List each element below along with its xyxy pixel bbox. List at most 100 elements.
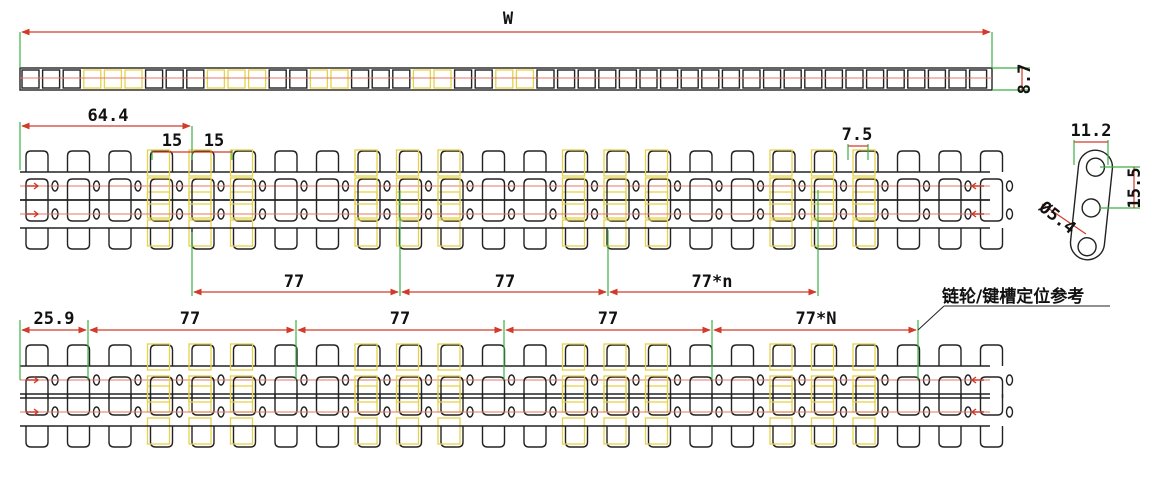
hole-dia-label: Ø5.4: [1034, 197, 1079, 239]
side-view-cell: [371, 69, 390, 89]
bot-module-tooth: [938, 376, 962, 398]
mid-module-tooth: [315, 178, 340, 200]
bot-module-tooth: [606, 376, 630, 398]
side-view-cell: [433, 69, 452, 89]
side-view-cell: [948, 69, 967, 89]
bot-module-highlight: [769, 375, 793, 403]
bot-module-highlight: [188, 375, 212, 403]
mid-module-tooth: [813, 150, 838, 172]
bot-module-direction-arrow: [26, 408, 40, 416]
mid-module-tooth: [979, 150, 1004, 172]
bot-module-tooth: [66, 376, 91, 398]
side-view-cell: [783, 69, 802, 89]
height-label: 8.7: [1015, 64, 1035, 95]
side-view-cell: [144, 69, 164, 89]
spacing-b1-label: 77: [180, 309, 200, 329]
mid-module-tooth: [523, 200, 547, 222]
bot-module-highlight: [354, 375, 378, 403]
side-view-cell: [659, 69, 679, 89]
mid-module-highlight: [852, 149, 876, 177]
bot-module-tooth: [232, 344, 257, 366]
bot-module-tooth: [481, 344, 506, 366]
bot-module-tooth: [481, 426, 506, 448]
mid-module-highlight: [395, 149, 420, 177]
top-view-curve-modules: [20, 343, 1014, 448]
mid-module-highlight: [810, 177, 835, 205]
bot-module-tooth: [315, 426, 340, 448]
bot-module-tooth: [149, 376, 174, 398]
mid-module-tooth: [481, 200, 506, 222]
bot-module-hole: [1005, 406, 1014, 418]
bot-module-tooth: [25, 344, 49, 366]
mid-module-tooth: [730, 150, 755, 172]
bot-module-tooth: [647, 344, 672, 366]
side-view-cell: [165, 69, 184, 89]
mid-module-tooth: [66, 150, 91, 172]
mid-module-tooth: [523, 178, 547, 200]
bot-module-highlight: [603, 343, 627, 371]
mid-module-tooth: [232, 150, 257, 172]
spacing-b2-label: 77: [390, 309, 410, 329]
bot-module-tooth: [398, 376, 423, 398]
side-view-cell: [268, 69, 287, 89]
mid-module-highlight: [644, 149, 669, 177]
mid-module-tooth: [813, 178, 838, 200]
bot-module-tooth: [730, 426, 755, 448]
bot-module-tooth: [647, 376, 672, 398]
bot-module-tooth: [66, 426, 91, 448]
mid-module-highlight: [561, 149, 586, 177]
bot-module-tooth: [357, 344, 381, 366]
mid-module-highlight: [395, 191, 420, 219]
mid-module-tooth: [772, 150, 796, 172]
bot-module-tooth: [896, 344, 921, 366]
bot-module-tooth: [149, 344, 174, 366]
bot-module-tooth: [523, 376, 547, 398]
mid-module-hole: [1005, 208, 1014, 220]
bot-module-tooth: [564, 344, 589, 366]
bot-module-highlight: [644, 375, 669, 403]
mid-module-tooth: [66, 228, 91, 250]
bot-module-tooth: [523, 344, 547, 366]
bot-module-tooth: [108, 344, 132, 366]
mid-module-highlight: [603, 219, 627, 247]
bot-module-tooth: [274, 344, 298, 366]
side-view-cell: [62, 69, 81, 89]
mid-module-highlight: [188, 191, 212, 219]
mid-module-tooth: [108, 150, 132, 172]
bot-module-tooth: [772, 344, 796, 366]
side-view-cell: [103, 69, 123, 89]
mid-module-tooth: [689, 150, 713, 172]
bot-module-highlight: [229, 375, 254, 403]
mid-module-highlight: [354, 177, 378, 205]
pitch-dimension: 15 15: [151, 126, 233, 160]
mid-module-tooth: [398, 178, 423, 200]
side-view-cell: [309, 69, 329, 89]
bot-module-tooth: [855, 344, 879, 366]
bot-module-tooth: [938, 426, 962, 448]
pitch-b-label: 15: [204, 131, 224, 151]
mid-module-highlight: [561, 177, 586, 205]
mid-module-highlight: [810, 219, 835, 247]
mid-module-highlight: [437, 191, 461, 219]
link-hole-bottom: [1077, 237, 1097, 257]
mid-module-tooth: [979, 178, 1004, 200]
side-view-cell: [350, 69, 370, 89]
mid-module-highlight: [852, 177, 876, 205]
spacing-1-label: 77: [284, 272, 304, 292]
mid-module-tooth: [274, 200, 298, 222]
mid-module-tooth: [108, 178, 132, 200]
mid-module-tooth: [606, 150, 630, 172]
mid-module-highlight: [395, 177, 420, 205]
side-view: [19, 67, 993, 91]
mid-module-tooth: [315, 228, 340, 250]
mid-module-tooth: [896, 150, 921, 172]
bot-module-tooth: [772, 376, 796, 398]
bot-module-direction-arrow: [970, 408, 984, 416]
bot-module-highlight: [561, 417, 586, 445]
spacing-bN-label: 77*N: [796, 309, 837, 329]
mid-module-tooth: [25, 200, 49, 222]
bot-module-direction-arrow: [970, 376, 984, 384]
pitch-a-label: 15: [162, 131, 182, 151]
side-view-cell: [515, 69, 535, 89]
bot-module-highlight: [146, 375, 171, 403]
